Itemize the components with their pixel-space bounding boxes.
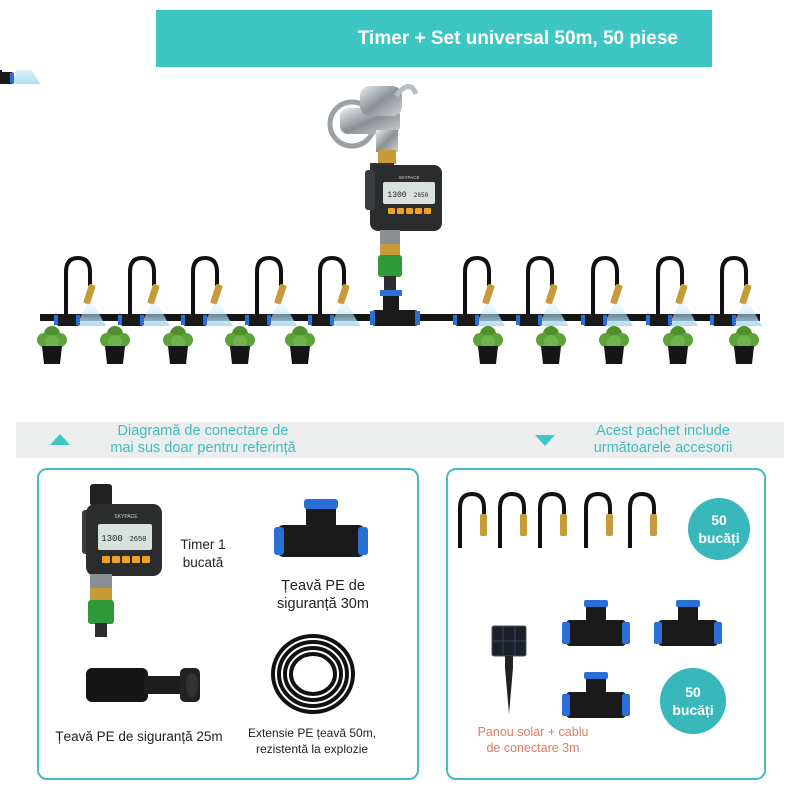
quantity-badge-top-number: 50 (711, 512, 727, 528)
diagram-note: Diagramă de conectare de mai sus doar pe… (88, 423, 318, 457)
quantity-badge-bottom-number: 50 (685, 684, 701, 700)
triangle-down-icon (535, 435, 555, 446)
timer-screen-right: 2650 (130, 536, 147, 544)
coil-label: Extensie PE țeavă 50m, rezistentă la exp… (232, 725, 392, 757)
page-title: Timer + Set universal 50m, 50 piese (357, 27, 678, 49)
timer-label-line1: Timer 1 (180, 537, 226, 552)
sprinkler-hoses-icon (458, 491, 659, 550)
center-tee-icon (370, 290, 420, 326)
tee-label-line1: Țeavă PE de (281, 578, 365, 594)
tee-label-line2: siguranță 30m (277, 596, 369, 612)
timer-screen-left: 1300 (101, 534, 123, 544)
tee-label: Țeavă PE de siguranță 30m (248, 577, 398, 613)
coil-label-line1: Extensie PE țeavă 50m, (247, 726, 377, 740)
package-note-line1: Acest pachet include (596, 423, 730, 439)
tee-connector-icon (562, 600, 630, 646)
timer-display-right: 2650 (414, 192, 429, 199)
pipe-adapter-icon (86, 668, 200, 702)
tee-fitting-icon (274, 499, 368, 557)
coil-label-line2: rezistentă la explozie (255, 742, 369, 756)
timer-display-left: 1300 (387, 191, 406, 200)
title-banner: Timer + Set universal 50m, 50 piese (156, 10, 712, 67)
timer-label: Timer 1 bucată (160, 536, 246, 572)
solar-label: Panou solar + cablu de conectare 3m (458, 724, 608, 756)
quantity-badge-bottom: 50 bucăți (660, 668, 726, 734)
package-note-line2: următoarele accesorii (593, 440, 733, 456)
diagram-note-line1: Diagramă de conectare de (117, 423, 289, 439)
tee-connector-icon (654, 600, 722, 646)
faucet-icon (327, 84, 419, 164)
info-strip (16, 422, 784, 458)
quantity-badge-bottom-unit: bucăți (672, 702, 714, 718)
sprinkler-unit (0, 70, 40, 84)
timer-brand: SKYPACE (399, 175, 420, 180)
timer-brand-label: SKYPACE (114, 514, 138, 520)
tee-connector-icon (562, 672, 630, 718)
solar-label-line2: de conectare 3m (486, 741, 580, 755)
quantity-badge-top-unit: bucăți (698, 530, 740, 546)
solar-panel-icon (491, 625, 527, 714)
connection-diagram: SKYPACE 1300 2650 (0, 70, 764, 364)
timer-label-line2: bucată (182, 555, 224, 570)
pipe-label: Țeavă PE de siguranță 25m (55, 729, 223, 744)
package-note: Acest pachet include următoarele accesor… (568, 423, 758, 457)
quantity-badge-top: 50 bucăți (688, 498, 750, 560)
diagram-note-line2: mai sus doar pentru referință (110, 440, 296, 456)
timer-product-icon: SKYPACE 1300 2650 (82, 484, 162, 637)
timer-device-icon: SKYPACE 1300 2650 (365, 163, 442, 294)
triangle-up-icon (50, 434, 70, 445)
solar-label-line1: Panou solar + cablu (477, 725, 589, 739)
coiled-hose-icon (271, 634, 355, 714)
